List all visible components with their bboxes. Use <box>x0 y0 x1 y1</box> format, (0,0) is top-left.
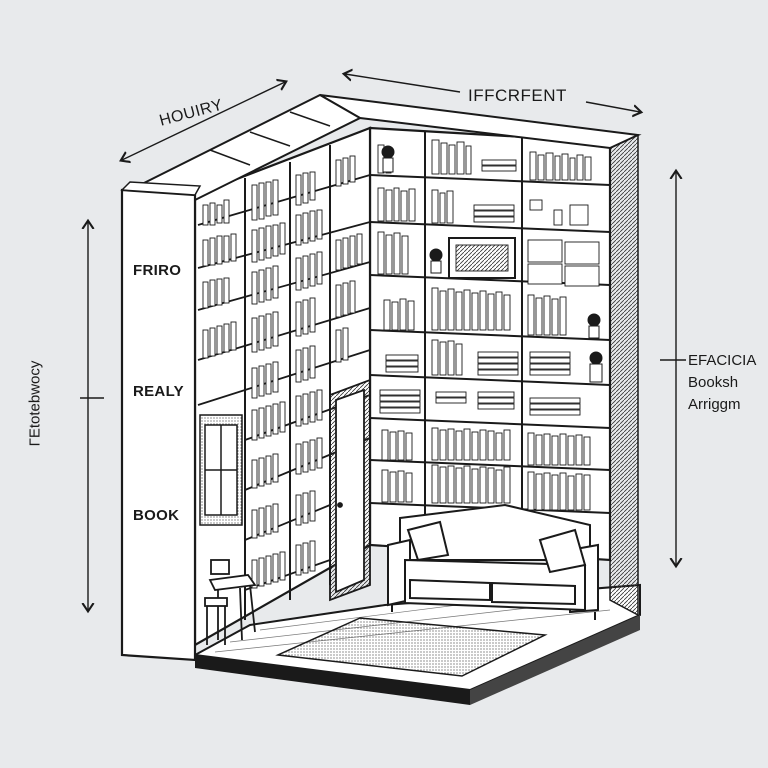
cushion <box>406 520 450 562</box>
left-bookshelf <box>126 93 372 647</box>
left-height-label: ΓEtotebwocy <box>26 360 44 447</box>
top-width-arrow-left <box>345 74 461 93</box>
door <box>329 378 371 602</box>
right-bookshelf <box>319 94 642 617</box>
right-caption-line-1: EFACICIA <box>688 352 757 369</box>
sofa <box>387 503 599 620</box>
right-caption-line-2: Booksh <box>688 374 739 391</box>
floor <box>191 583 641 705</box>
window <box>199 414 243 526</box>
top-width-arrow-right <box>585 101 640 112</box>
left-front-panel <box>120 181 202 662</box>
panel-label-2: REALY <box>133 383 184 400</box>
cushion <box>538 528 587 574</box>
rug <box>275 617 548 677</box>
potted-plants <box>381 145 603 383</box>
depth-arrow <box>122 82 285 160</box>
panel-label-3: BOOK <box>133 507 180 524</box>
desk-and-chair <box>204 559 257 645</box>
panel-label-1: FRIRO <box>133 262 182 279</box>
right-caption-line-3: Arriggm <box>688 396 741 413</box>
top-width-label: IFFCRFENT <box>468 86 567 105</box>
dimension-arrows <box>80 74 686 610</box>
